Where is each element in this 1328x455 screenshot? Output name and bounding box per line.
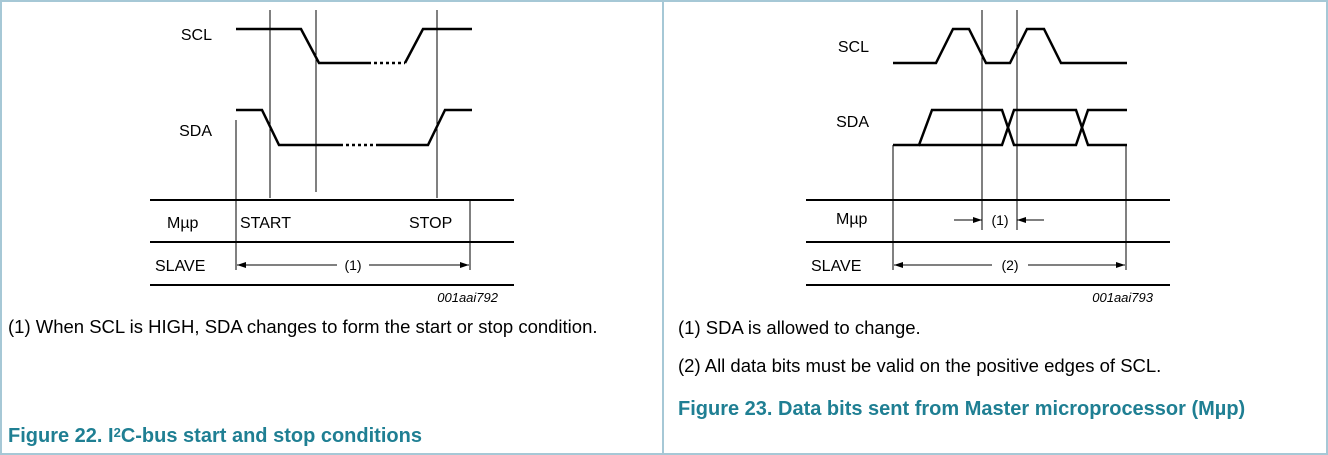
valid-arrowhead-right [1116,262,1125,268]
slave-row-label: SLAVE [811,258,861,275]
start-label: START [240,215,291,232]
scl-waveform-end [403,27,472,64]
sda-waveform [236,108,340,147]
master-row-label: Mµp [836,211,868,228]
interval-arrowhead-left [237,262,246,268]
sda-waveform-high [919,108,1127,147]
figure-22-diagram: SCL SDA Mµp START STOP SLAVE (1) 001aai7… [150,10,514,305]
sda-label: SDA [836,114,869,131]
figure-23-note-2: (2) All data bits must be valid on the p… [678,355,1162,376]
sda-waveform-low [893,108,1127,147]
figure-23-panel [664,0,1328,455]
drawing-code: 001aai793 [1092,290,1153,305]
caption-superscript: 2 [113,425,121,440]
change-arrowhead-left [973,217,982,223]
scl-clock-waveform [893,27,1127,65]
sda-label: SDA [179,123,212,140]
stop-label: STOP [409,215,452,232]
figure-23-caption: Figure 23. Data bits sent from Master mi… [678,398,1246,420]
figure-22-panel [0,0,664,455]
caption-prefix: Figure 22. I [8,425,114,447]
figure-22-note: (1) When SCL is HIGH, SDA changes to for… [8,316,598,337]
figure-23-diagram: SCL SDA Mµp (1) SLAVE (2) 001aai793 [806,10,1170,305]
valid-arrowhead-left [894,262,903,268]
scl-waveform [236,27,368,65]
slave-row-label: SLAVE [155,258,205,275]
interval-arrowhead-right [460,262,469,268]
sda-waveform-end [378,108,472,147]
caption-suffix: C-bus start and stop conditions [120,425,422,447]
figure-23-note-1: (1) SDA is allowed to change. [678,317,921,338]
master-row-label: Mµp [167,215,199,232]
figure-22-caption: Figure 22. I2C-bus start and stop condit… [8,424,422,449]
change-arrowhead-right [1017,217,1026,223]
scl-label: SCL [181,27,212,44]
drawing-code: 001aai792 [437,290,498,305]
interval-marker-2: (2) [1001,257,1018,273]
scl-label: SCL [838,39,869,56]
interval-marker-1: (1) [991,212,1008,228]
interval-marker: (1) [344,257,361,273]
